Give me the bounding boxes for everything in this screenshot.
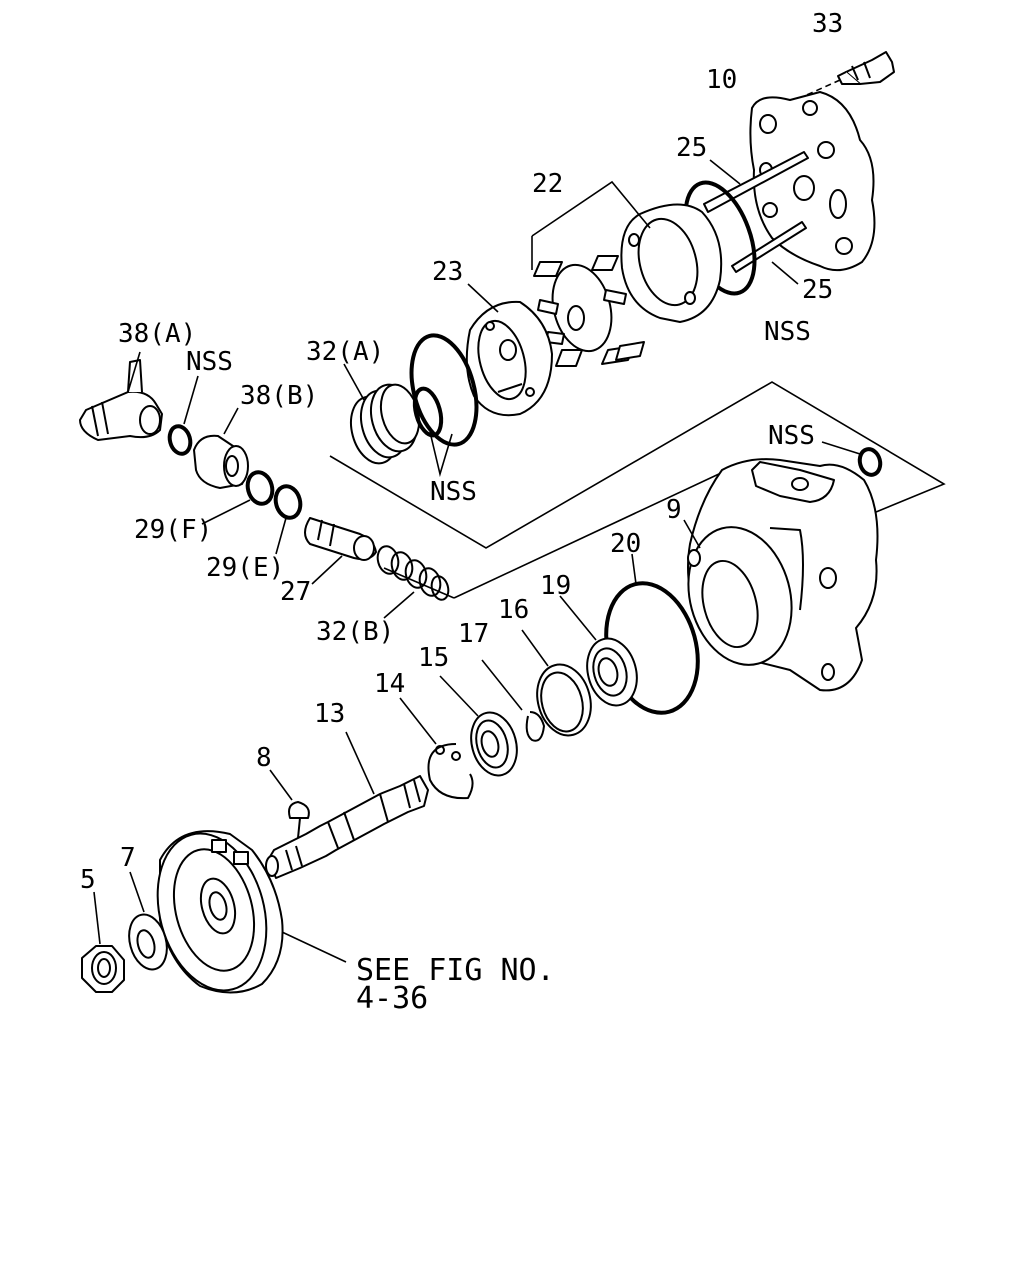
part-5-nut[interactable]: [81, 945, 125, 993]
nss-oring-body: [857, 447, 883, 477]
part-16-shim[interactable]: [530, 658, 599, 741]
part-32b-spring[interactable]: [375, 544, 451, 602]
label-8: 8: [256, 743, 272, 773]
label-10: 10: [706, 65, 737, 95]
part-19-bearing[interactable]: [580, 633, 644, 711]
label-38b: 38(B): [240, 381, 318, 411]
label-nss-right: NSS: [768, 421, 815, 451]
label-nss-top: NSS: [764, 317, 811, 347]
label-17: 17: [458, 619, 489, 649]
part-7-washer[interactable]: [123, 910, 172, 973]
part-10-rear-cover[interactable]: [749, 91, 876, 272]
label-20: 20: [610, 529, 641, 559]
nss-oring-sideplate: [409, 333, 479, 447]
part-23-side-plate[interactable]: [465, 300, 553, 417]
part-38b-connector[interactable]: [193, 434, 249, 489]
part-38a-elbow-fitting[interactable]: [79, 359, 163, 441]
part-14-snap-ring[interactable]: [427, 743, 474, 800]
label-23: 23: [432, 257, 463, 287]
part-9-pump-body[interactable]: [674, 458, 879, 692]
part-22-cam-ring[interactable]: [620, 203, 723, 323]
label-9: 9: [666, 495, 682, 525]
part-29e-oring[interactable]: [272, 483, 303, 520]
part-22-rotor-vanes[interactable]: [533, 255, 645, 367]
label-22: 22: [532, 169, 563, 199]
part-29f-oring[interactable]: [244, 469, 275, 506]
label-27: 27: [280, 577, 311, 607]
label-33: 33: [812, 9, 843, 39]
label-16: 16: [498, 595, 529, 625]
part-33-bolt[interactable]: [837, 51, 895, 85]
nss-oring-elbow: [167, 424, 193, 456]
label-14: 14: [374, 669, 405, 699]
label-29f: 29(F): [134, 515, 212, 545]
part-32a-flow-control-spring[interactable]: [344, 379, 425, 468]
part-15-bearing[interactable]: [464, 707, 523, 780]
part-13-shaft[interactable]: [265, 775, 429, 879]
label-nss-mid: NSS: [430, 477, 477, 507]
pulley-reference[interactable]: [141, 821, 284, 1002]
label-13: 13: [314, 699, 345, 729]
label-25-top: 25: [676, 133, 707, 163]
label-7: 7: [120, 843, 136, 873]
label-19: 19: [540, 571, 571, 601]
part-17-snap-ring[interactable]: [525, 711, 545, 742]
label-5: 5: [80, 865, 96, 895]
label-25-bottom: 25: [802, 275, 833, 305]
label-29e: 29(E): [206, 553, 284, 583]
label-32b: 32(B): [316, 617, 394, 647]
part-8-key[interactable]: [288, 801, 310, 839]
reference-note-line2: 4-36: [356, 981, 428, 1016]
part-27-flow-control-valve[interactable]: [304, 517, 377, 561]
label-32a: 32(A): [306, 337, 384, 367]
label-15: 15: [418, 643, 449, 673]
label-38a: 38(A): [118, 319, 196, 349]
label-nss-left: NSS: [186, 347, 233, 377]
reference-note-line1: SEE FIG NO.: [356, 953, 555, 988]
